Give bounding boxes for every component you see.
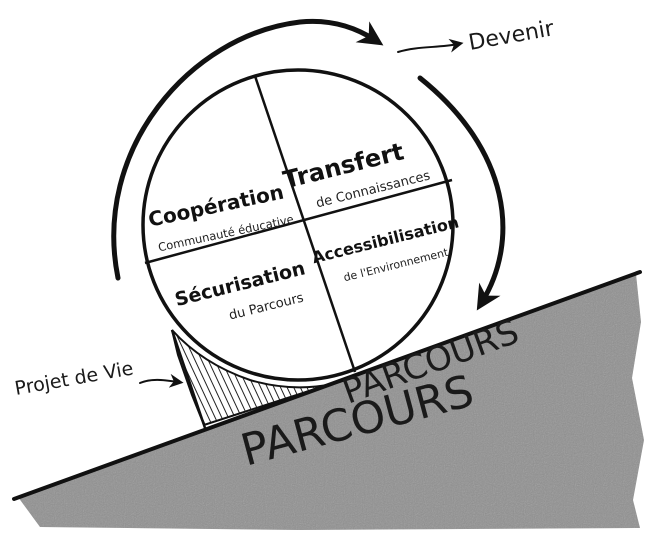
- wheel-wedge-shadow: [171, 329, 353, 427]
- rotation-arrow-top: [111, 18, 384, 281]
- projet-de-vie-arrow: [139, 373, 184, 388]
- wedge-edge-line: [170, 329, 207, 429]
- wheel: Coopération Communauté éducative Transfe…: [141, 68, 461, 382]
- projet-de-vie-label: Projet de Vie: [13, 357, 135, 399]
- devenir-label: Devenir: [467, 16, 557, 56]
- wheel-divider-horizontal: [144, 178, 453, 265]
- devenir-arrow: [397, 38, 464, 53]
- wheel-circle: [141, 68, 455, 382]
- wheel-divider-vertical: [253, 75, 357, 373]
- rotation-arrow-right: [417, 75, 506, 311]
